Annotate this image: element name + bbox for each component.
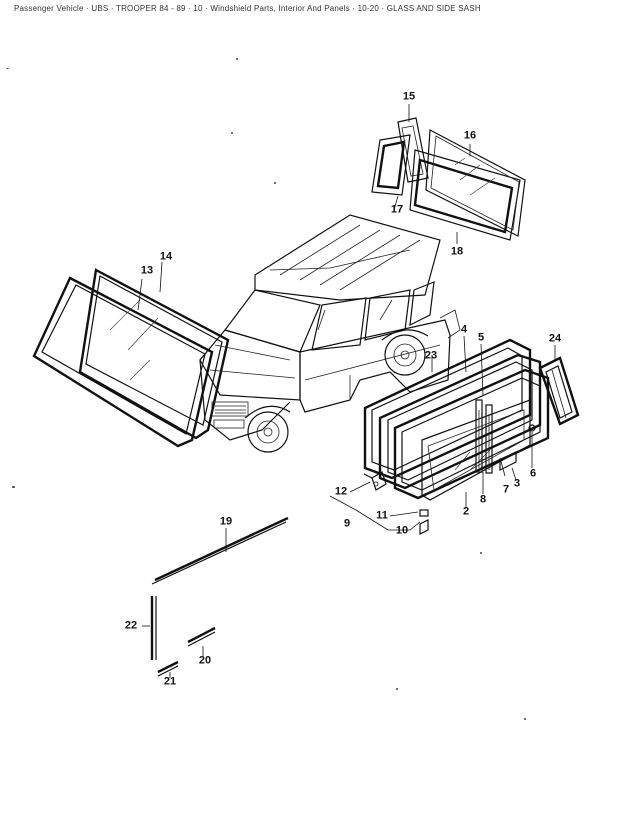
windshield-assembly — [32, 268, 230, 448]
callout-22: 22 — [124, 619, 138, 632]
callout-2: 2 — [462, 505, 470, 518]
weatherstrips — [150, 516, 289, 677]
callout-6: 6 — [529, 467, 537, 480]
vehicle-body — [199, 214, 461, 453]
rear-quarter-small-glass — [371, 117, 429, 196]
callout-13: 13 — [140, 264, 154, 277]
speck — [231, 132, 233, 134]
callout-7: 7 — [502, 483, 510, 496]
callout-4: 4 — [460, 323, 468, 336]
speck — [12, 486, 15, 488]
speck — [274, 182, 276, 184]
side-sash-assembly — [363, 338, 580, 535]
callout-12: 12 — [334, 485, 348, 498]
callout-15: 15 — [402, 90, 416, 103]
callout-23: 23 — [424, 349, 438, 362]
speck — [236, 58, 238, 60]
callout-8: 8 — [479, 493, 487, 506]
callout-10: 10 — [395, 524, 409, 537]
leader-lines — [137, 104, 556, 678]
speck — [6, 68, 9, 69]
callout-3: 3 — [513, 477, 521, 490]
callout-14: 14 — [159, 250, 173, 263]
callout-24: 24 — [548, 332, 562, 345]
page-header: Passenger Vehicle · UBS · TROOPER 84 - 8… — [14, 4, 481, 13]
speck — [396, 688, 398, 690]
callout-17: 17 — [390, 203, 404, 216]
callout-18: 18 — [450, 245, 464, 258]
callout-20: 20 — [198, 654, 212, 667]
callout-5: 5 — [477, 331, 485, 344]
speck — [480, 552, 482, 554]
callout-9: 9 — [343, 517, 351, 530]
callout-11: 11 — [376, 509, 388, 522]
callout-21: 21 — [163, 675, 177, 688]
speck — [524, 718, 526, 720]
rear-quarter-glass — [409, 129, 526, 241]
callout-19: 19 — [219, 515, 233, 528]
callout-16: 16 — [463, 129, 477, 142]
